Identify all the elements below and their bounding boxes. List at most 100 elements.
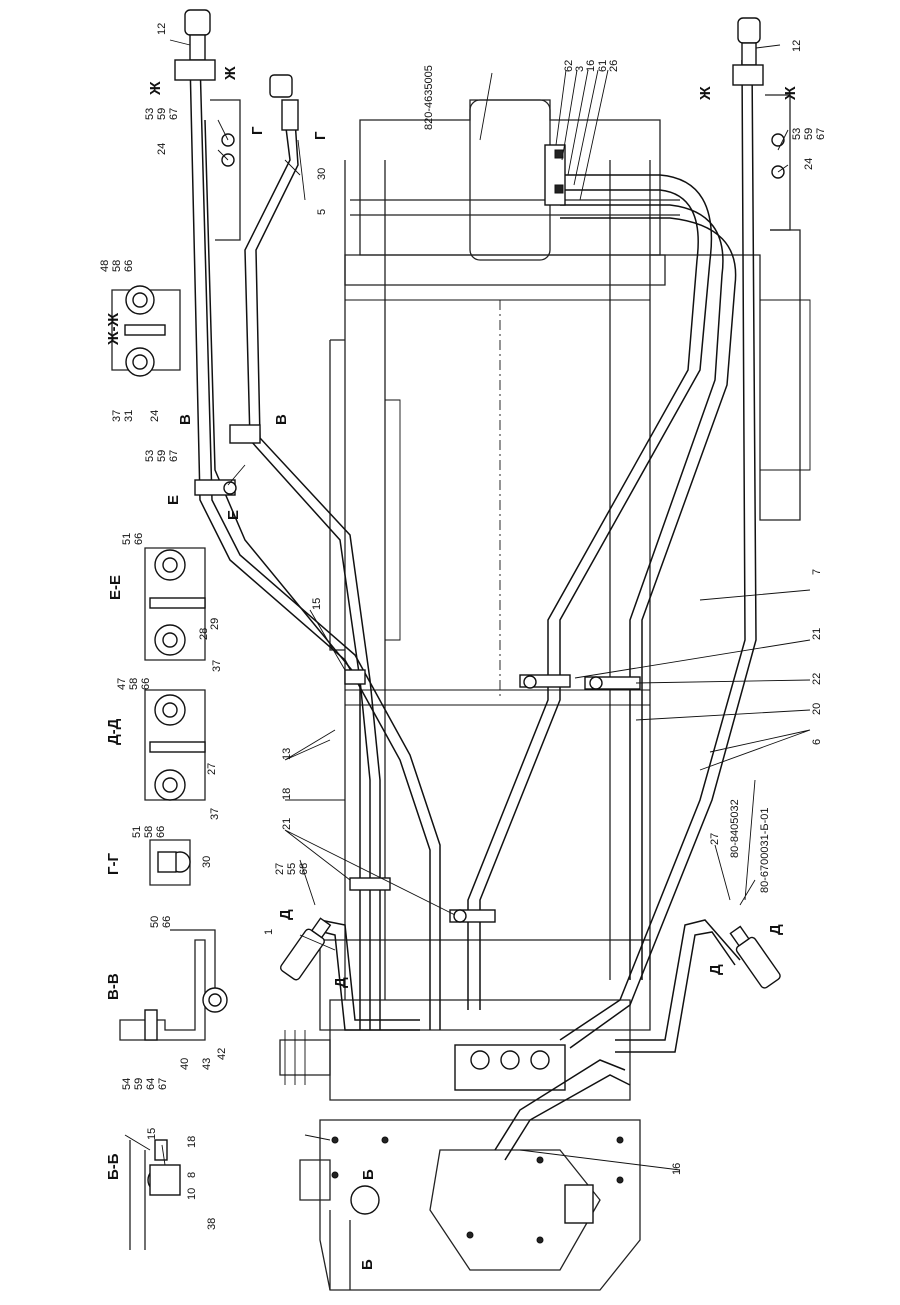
cut-zh-left-2: Ж [222, 66, 239, 81]
section-title-bb: Б-Б [105, 1153, 122, 1180]
callout-16-top: 16 [585, 60, 597, 72]
callout-12-left: 12 [156, 23, 168, 35]
callout-30: 30 [316, 168, 328, 180]
cut-v-2: В [273, 414, 290, 425]
section-zhzh-detail [111, 285, 181, 377]
cut-d-left-2: Д [332, 977, 349, 988]
drawing-number: 820-4635005 [423, 65, 435, 130]
clamp-v [229, 424, 261, 444]
callout-13: 13 [281, 748, 293, 760]
callout-21-right: 21 [811, 628, 823, 640]
section-vv-label-5: 67 [157, 1078, 169, 1090]
part-number-b: 80-6700031-Б-01 [759, 807, 771, 893]
section-vv-label-0: 50 [149, 916, 161, 928]
part-number-a: 80-8405032 [729, 799, 741, 858]
cut-marks: Ж Ж Ж Ж Г Г В В Е Е Д Д Д Д Б Б [147, 66, 799, 1270]
section-gg-label-0: 51 [131, 826, 143, 838]
leader-lines [124, 39, 811, 1171]
callout-68: 68 [298, 863, 310, 875]
callout-59-c: 59 [156, 450, 168, 462]
section-bb-detail [129, 1139, 181, 1250]
section-ee-label-1: 66 [133, 533, 145, 545]
section-gg-label-3: 30 [201, 856, 213, 868]
section-title-vv: В-В [105, 973, 122, 1000]
callout-59-a: 59 [156, 108, 168, 120]
section-dd-label-3: 27 [206, 763, 218, 775]
callouts: 12 12 53 59 67 24 30 5 820-4635005 62 3 … [144, 23, 827, 1175]
callout-16-bottom: 16 [671, 1163, 683, 1175]
callout-53-a: 53 [144, 108, 156, 120]
cut-b: Б [360, 1169, 377, 1180]
callout-67-b: 67 [815, 128, 827, 140]
section-dd-label-4: 37 [209, 808, 221, 820]
callout-26: 26 [608, 60, 620, 72]
section-zhzh-label-4: 31 [123, 410, 135, 422]
cut-v: В [177, 414, 194, 425]
callout-55: 55 [286, 863, 298, 875]
callout-27-right: 27 [709, 833, 721, 845]
section-vv-label-2: 54 [121, 1078, 133, 1090]
section-bb-label-4: 38 [206, 1218, 218, 1230]
section-title-ee: Е-Е [107, 575, 124, 600]
section-vv-detail [119, 929, 228, 1041]
fitting-12-left [184, 9, 211, 36]
section-zhzh-label-2: 66 [123, 260, 135, 272]
cut-d-left: Д [277, 909, 294, 920]
callout-6: 6 [811, 739, 823, 745]
section-vv-label-7: 43 [201, 1058, 213, 1070]
section-zhzh-label-1: 58 [111, 260, 123, 272]
cut-zh-right: Ж [697, 86, 714, 101]
cut-g: Г [249, 126, 266, 135]
section-dd-label-1: 58 [128, 678, 140, 690]
section-vv-label-1: 66 [161, 916, 173, 928]
callout-21-left: 21 [281, 818, 293, 830]
callout-53-c: 53 [144, 450, 156, 462]
section-title-dd: Д-Д [105, 718, 122, 745]
clamp-21-lower [349, 877, 391, 891]
callout-1: 1 [263, 929, 275, 935]
callout-24-a: 24 [156, 143, 168, 155]
cut-zh-left: Ж [147, 81, 164, 96]
callout-5: 5 [316, 209, 328, 215]
hose-end-fittings [174, 9, 781, 989]
callout-67-c: 67 [168, 450, 180, 462]
section-bb-label-3: 10 [186, 1188, 198, 1200]
callout-53-b: 53 [791, 128, 803, 140]
section-labels: Ж-Ж 48 58 66 37 31 24 Е-Е 51 66 29 28 37… [99, 260, 228, 1230]
section-ee-label-2: 29 [209, 618, 221, 630]
section-bb-label-0: 15 [146, 1128, 158, 1140]
section-ee-label-3: 28 [198, 628, 210, 640]
callout-67-a: 67 [168, 108, 180, 120]
callout-24-b: 24 [803, 158, 815, 170]
callout-7: 7 [811, 569, 823, 575]
cut-d-right: Д [707, 964, 724, 975]
section-vv-label-8: 42 [216, 1048, 228, 1060]
cut-g-2: Г [312, 131, 329, 140]
pipe-clamps [194, 424, 641, 923]
section-dd-label-0: 47 [116, 678, 128, 690]
callout-22: 22 [811, 673, 823, 685]
cut-b-2: Б [359, 1259, 376, 1270]
section-zhzh-label-5: 24 [149, 410, 161, 422]
callout-20: 20 [811, 703, 823, 715]
fitting-g [269, 74, 293, 98]
section-vv-label-6: 40 [179, 1058, 191, 1070]
callout-3: 3 [574, 66, 586, 72]
cut-d-right-2: Д [767, 924, 784, 935]
section-ee-label-0: 51 [121, 533, 133, 545]
cut-zh-right-2: Ж [782, 86, 799, 101]
section-gg-detail [149, 839, 191, 886]
section-title-zhzh: Ж-Ж [105, 312, 122, 346]
fitting-12-right [737, 17, 761, 44]
tractor-frame [329, 99, 811, 1000]
section-dd-label-2: 66 [140, 678, 152, 690]
callout-59-b: 59 [803, 128, 815, 140]
section-vv-label-3: 59 [133, 1078, 145, 1090]
section-ee-label-4: 37 [211, 660, 223, 672]
section-bb-label-2: 8 [186, 1172, 198, 1178]
section-gg-label-1: 58 [143, 826, 155, 838]
section-bb-label-1: 18 [186, 1136, 198, 1148]
brackets [210, 94, 791, 241]
callout-27-left: 27 [274, 863, 286, 875]
